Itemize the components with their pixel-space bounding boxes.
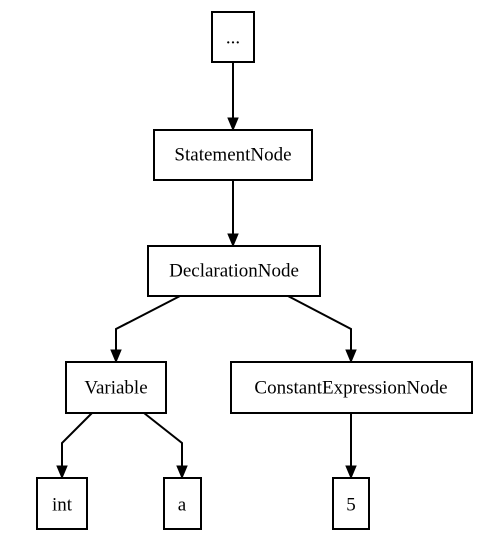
node-root-label: ... xyxy=(226,27,240,48)
edges xyxy=(56,62,357,480)
edge-constant-expression-5 xyxy=(345,413,357,480)
node-5: 5 xyxy=(332,477,370,530)
node-declaration-label: DeclarationNode xyxy=(169,260,299,281)
edge-declaration-constant-expression xyxy=(287,295,357,364)
edge-root-statement xyxy=(227,62,239,132)
node-a: a xyxy=(163,477,202,530)
edge-variable-int xyxy=(56,412,93,480)
node-int: int xyxy=(36,477,88,530)
node-5-label: 5 xyxy=(346,494,356,515)
node-variable-label: Variable xyxy=(84,377,147,398)
node-int-label: int xyxy=(52,494,73,515)
node-statement: StatementNode xyxy=(153,129,313,181)
node-constant-expression-label: ConstantExpressionNode xyxy=(254,377,447,398)
edge-declaration-variable xyxy=(110,295,181,364)
node-declaration: DeclarationNode xyxy=(147,245,321,297)
node-a-label: a xyxy=(178,494,187,515)
node-constant-expression: ConstantExpressionNode xyxy=(230,361,473,414)
node-statement-label: StatementNode xyxy=(174,144,291,165)
node-variable: Variable xyxy=(65,361,167,414)
node-root: ... xyxy=(211,11,255,63)
edge-statement-declaration xyxy=(227,180,239,248)
edge-variable-a xyxy=(143,412,188,480)
